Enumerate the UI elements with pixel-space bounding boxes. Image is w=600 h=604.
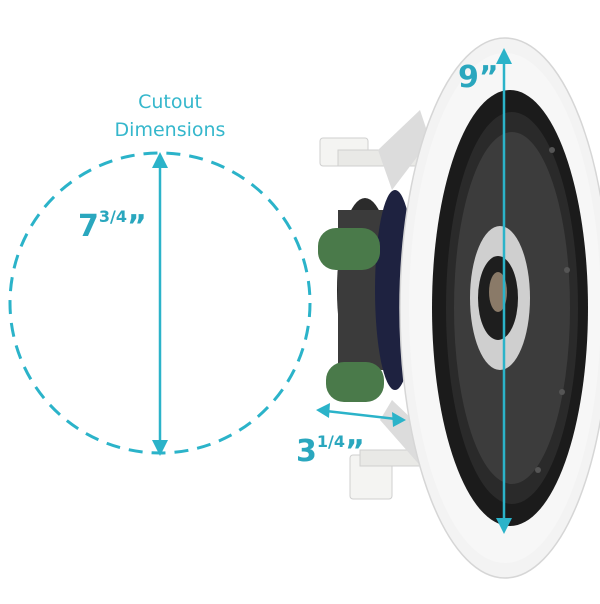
depth-dimension-label: 31/4” — [296, 432, 365, 469]
cutout-title-line2: Dimensions — [114, 119, 226, 141]
cutout-arrow — [152, 152, 168, 456]
cutout-title-line1: Cutout — [138, 91, 202, 113]
cutout-dimension-fraction: 3/4 — [98, 207, 127, 226]
depth-dimension-main: 3 — [296, 434, 317, 469]
cutout-dimension-quote: ” — [126, 209, 147, 244]
cutout-dimension-label: 73/4” — [78, 207, 147, 244]
cutout-title: Cutout Dimensions — [100, 88, 240, 144]
depth-dimension-quote: ” — [344, 434, 365, 469]
cutout-dimension-main: 7 — [78, 209, 99, 244]
speaker-front — [399, 37, 600, 579]
depth-arrow — [316, 403, 406, 427]
depth-dimension-fraction: 1/4 — [316, 432, 345, 451]
diameter-arrow — [496, 48, 512, 534]
speaker-rear-assembly — [318, 110, 434, 500]
diameter-dimension-label: 9” — [458, 60, 499, 95]
